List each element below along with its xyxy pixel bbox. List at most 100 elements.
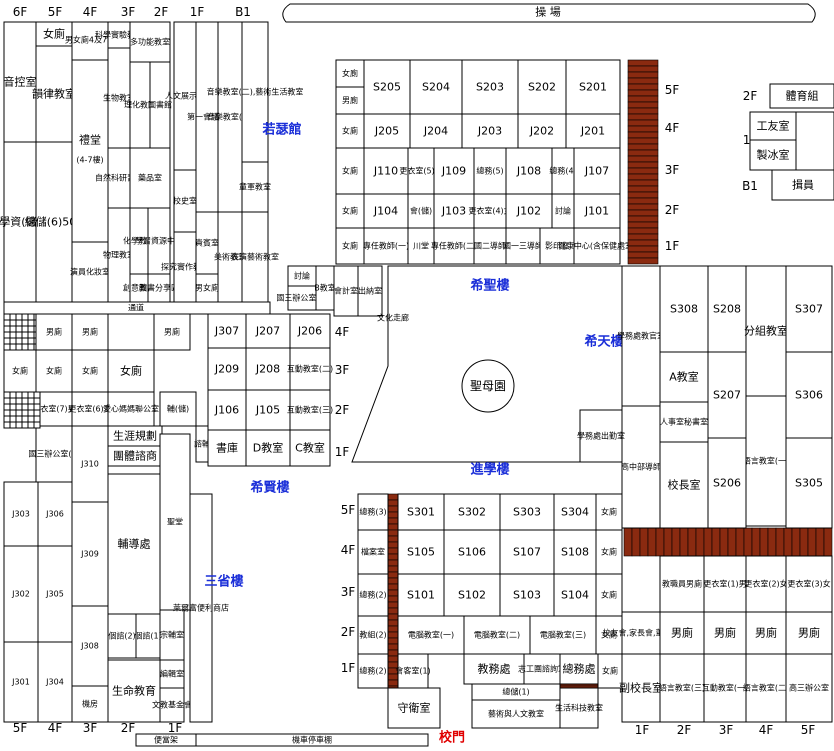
sansheng-m0 (107, 473, 161, 615)
ruose-r4-5 (565, 113, 621, 149)
xitian-14-label: 學務處出勤室 (577, 431, 625, 441)
jinxue-r1-0 (357, 529, 389, 575)
jinxue-b3 (559, 687, 599, 729)
se-r5-1-label: 更衣室(1)男 (703, 579, 746, 589)
sansheng-9-label: 機房 (82, 699, 98, 709)
room-chuangzao: 創意教室 (123, 283, 155, 293)
sansheng-2-label: J301 (11, 678, 30, 687)
jinxue-r3-3-label: 電腦教室(三) (540, 630, 586, 640)
far-right-2-label: 製冰室 (757, 148, 790, 162)
far-right-2 (749, 139, 797, 171)
ruose-r1-4 (473, 227, 507, 265)
ruose-r5-6-label: S201 (579, 81, 607, 94)
sansheng-0 (3, 481, 39, 547)
xixian-r2-b2 (289, 389, 331, 431)
ruose-r2-3 (433, 193, 475, 229)
se-r3-1 (703, 653, 747, 723)
xixian-r3-b0-label: J209 (214, 363, 239, 376)
xixian-r4-b1 (245, 313, 291, 349)
xixian-r4-0-label: 男廁 (46, 327, 62, 337)
ruose-floor-label: 3F (665, 163, 680, 177)
ruose-r1-5-label: 國一三導師 (503, 241, 543, 251)
se-r4-1 (659, 611, 705, 655)
jinxue-r0-3 (499, 493, 555, 531)
room-tushu: 圖書館 (148, 100, 172, 110)
room-nannv2: 男女廁 (195, 283, 219, 293)
xixian-r3-1-label: 女廁 (82, 366, 98, 376)
room-litang-sub: (4-7樓) (76, 155, 103, 165)
far-right-side (795, 111, 834, 171)
bottom-floor-label: 3F (83, 721, 98, 735)
middle-misc: 討論 國三辦公室(2) B教室 會計室 出納室 (276, 265, 383, 317)
room-ziran: 自然科研習室 (95, 173, 143, 183)
sansheng-8 (71, 605, 109, 687)
xixian-r2-b1-label: J105 (255, 404, 280, 417)
se-r5-3-label: 更衣室(3)女 (787, 579, 830, 589)
far-right-3 (771, 169, 834, 201)
jinxue-b3-label: 生活科技教室 (555, 703, 603, 713)
room-zongchu: 總儲(6)508 (25, 215, 84, 229)
se-r3-0-label: 語言教室(三) (659, 683, 705, 693)
jinxue-b4 (621, 653, 661, 723)
ruose-floor-label: 2F (665, 203, 680, 217)
bottom-floor-label: 5F (13, 721, 28, 735)
jinxue-r4-2 (463, 653, 525, 685)
xixian-r4-b0-label: J307 (214, 325, 239, 338)
room-tongjun: 童軍教室 (239, 182, 271, 192)
xixian-r4-b2 (289, 313, 331, 349)
sansheng-m4-label: 生命教育 (112, 684, 156, 698)
xixian-r2-3-label: 輔(儲) (167, 404, 189, 414)
bottom-floor-label-right: 4F (759, 723, 774, 737)
ruose-r3-4 (473, 147, 507, 195)
shengmu-circle (461, 359, 515, 413)
jinxue-b2 (471, 699, 561, 729)
label-shengmu: 聖母園 (470, 379, 506, 393)
sansheng-8-label: J308 (80, 642, 99, 651)
sansheng-9 (71, 685, 109, 723)
bottom-floor-label: 4F (48, 721, 63, 735)
far-right-floor-label: 2F (743, 89, 758, 103)
playground-label: 操 場 (535, 5, 561, 19)
ruose-r2-7-label: J101 (584, 205, 609, 218)
sansheng-m0-label: 輔導處 (118, 537, 151, 551)
xixian-r1-b2-label: C教室 (295, 441, 325, 455)
jinxue-r0-3-label: S303 (513, 506, 541, 519)
xitian-3-label: 分組教室 (744, 324, 788, 338)
room-nanvce: 男女廁4及7樓 (65, 35, 115, 45)
xixian-r2-2-label: 愛心媽媽聯公室 (103, 404, 159, 414)
xixian-r3-2-label: 女廁 (120, 364, 142, 378)
ruose-r3-5-label: J108 (516, 165, 541, 178)
room-wuli: 物理教室 (103, 250, 135, 260)
room-yanyuan: 演員化妝室 (70, 267, 110, 277)
ruose-r1-6-label: 影印室 (545, 241, 569, 251)
jinxue-r4-4-label: 總務處 (563, 662, 596, 676)
jinxue-r4-1 (397, 653, 429, 689)
xixian-r1-b0 (207, 429, 247, 467)
ruose-r3-7-label: J107 (584, 165, 609, 178)
se-r4-3-label: 男廁 (755, 626, 777, 640)
ruose-r1-2 (407, 227, 435, 265)
label-corridor: 通道 (128, 303, 144, 313)
jinxue-r1-1 (397, 529, 445, 575)
jinxue-r4-1-label: 會客室(1) (395, 666, 430, 676)
sansheng-m2 (135, 613, 161, 659)
jinxue-floor-label: 1F (341, 661, 356, 675)
ruose-r1-3-label: 專任教師(二) (431, 241, 477, 251)
room-litang: 禮堂 (79, 134, 101, 147)
label-sansheng: 三省樓 (204, 574, 243, 590)
xixian-r2-2 (107, 391, 155, 427)
jinxue-r1-2 (443, 529, 501, 575)
jinxue-r4-2-label: 教務處 (478, 662, 511, 676)
ruose-r1-1 (363, 227, 409, 265)
jinxue-r0-0-label: 總務(3) (359, 507, 386, 517)
room-yinkong: 音控室 (4, 75, 37, 89)
jinxue-floor-label: 3F (341, 585, 356, 599)
courtyard (351, 265, 623, 463)
far-right-0-label: 體育組 (786, 89, 819, 103)
se-r5-0 (659, 555, 705, 613)
ruose-floor-label: 5F (665, 83, 680, 97)
se-r4-4-label: 男廁 (798, 626, 820, 640)
